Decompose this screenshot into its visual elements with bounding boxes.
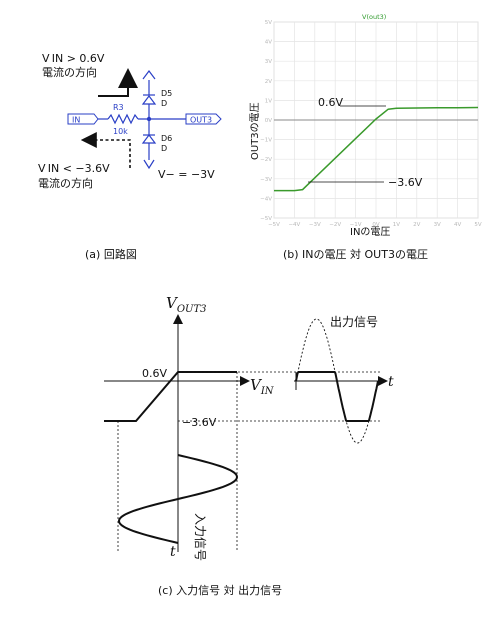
t-label-down: t: [170, 544, 176, 560]
d5-name: D5: [161, 89, 172, 98]
waveform-diagram: VOUT3 VIN 0.6V −3.6V t 入力信号 t 出力信号 (c) 入…: [104, 294, 394, 597]
series-line: [274, 106, 479, 192]
level-high-label: 0.6V: [142, 367, 167, 380]
annot-high-label: 0.6V: [318, 96, 343, 109]
output-signal-label: 出力信号: [330, 315, 378, 329]
resistor-value: 10k: [113, 127, 128, 136]
x-tick-label: 0V: [372, 222, 379, 228]
y-tick-label: −5V: [260, 216, 272, 222]
y-tick-label: −3V: [260, 177, 272, 183]
y-tick-label: −1V: [260, 138, 272, 144]
in-port-label: IN: [72, 116, 80, 125]
circuit-diagram: V IN > 0.6V 電流の方向 IN R3 10k D5 D D6 D OU…: [38, 52, 222, 261]
output-signal: [295, 371, 379, 422]
y-tick-label: 0V: [265, 118, 272, 124]
y-tick-label: 3V: [265, 59, 272, 65]
diode-d5-icon: [141, 95, 157, 105]
level-low-label: −3.6V: [182, 416, 217, 429]
in-port-icon: [67, 113, 99, 125]
diode-d6-icon: [141, 134, 157, 144]
x-tick-label: −3V: [309, 222, 321, 228]
current-down-arrow: [80, 132, 131, 168]
x-tick-label: 2V: [413, 222, 420, 228]
vin-label: VIN: [250, 376, 275, 397]
t-label-right: t: [388, 374, 394, 390]
plot-ylabel: OUT3の電圧: [249, 102, 261, 160]
x-tick-label: −2V: [329, 222, 341, 228]
plot-title: V(out3): [362, 13, 386, 21]
x-tick-label: 3V: [434, 222, 441, 228]
input-signal-label: 入力信号: [193, 513, 207, 561]
y-tick-label: −4V: [260, 196, 272, 202]
caption-b: (b) INの電圧 対 OUT3の電圧: [283, 247, 428, 261]
y-tick-labels: 5V 4V 3V 2V 1V 0V −1V −2V −3V −4V −5V: [260, 20, 272, 222]
resistor-icon: [107, 113, 139, 125]
x-tick-label: −1V: [350, 222, 362, 228]
rail-down-icon: [143, 159, 155, 170]
circuit-top-label-2: 電流の方向: [42, 65, 97, 79]
circuit-bottom-label-2: 電流の方向: [38, 176, 93, 190]
x-tick-label: −4V: [288, 222, 300, 228]
vout-label: VOUT3: [166, 294, 207, 315]
circuit-bottom-label: V IN < −3.6V: [38, 162, 110, 175]
x-tick-label: 4V: [454, 222, 461, 228]
d6-type: D: [161, 144, 167, 153]
plot-xlabel: INの電圧: [350, 226, 390, 238]
transfer-curve: [104, 371, 237, 422]
x-tick-label: 1V: [393, 222, 400, 228]
y-tick-label: 4V: [265, 40, 272, 46]
caption-a: (a) 回路図: [85, 248, 137, 261]
y-tick-label: −2V: [260, 157, 272, 163]
x-tick-labels: −5V −4V −3V −2V −1V 0V 1V 2V 3V 4V 5V: [268, 222, 482, 228]
resistor-name: R3: [113, 103, 124, 112]
annot-low-label: −3.6V: [388, 176, 423, 189]
rail-up-icon: [142, 70, 156, 80]
out3-port-label: OUT3: [190, 116, 212, 125]
y-tick-label: 1V: [265, 98, 272, 104]
d5-type: D: [161, 99, 167, 108]
caption-c: (c) 入力信号 対 出力信号: [158, 583, 282, 597]
d6-name: D6: [161, 134, 172, 143]
x-tick-label: 5V: [474, 222, 481, 228]
y-tick-label: 2V: [265, 79, 272, 85]
input-signal: [117, 454, 239, 544]
out3-port-icon: [185, 113, 222, 125]
circuit-top-label: V IN > 0.6V: [42, 52, 105, 65]
y-tick-label: 5V: [265, 20, 272, 26]
transfer-plot: −5V −4V −3V −2V −1V 0V 1V 2V 3V 4V 5V 5V 4V 3V 2V 1V 0V…: [249, 13, 482, 261]
x-tick-label: −5V: [268, 222, 280, 228]
vminus-label: V− = −3V: [158, 168, 215, 181]
current-up-arrow: [98, 68, 138, 97]
